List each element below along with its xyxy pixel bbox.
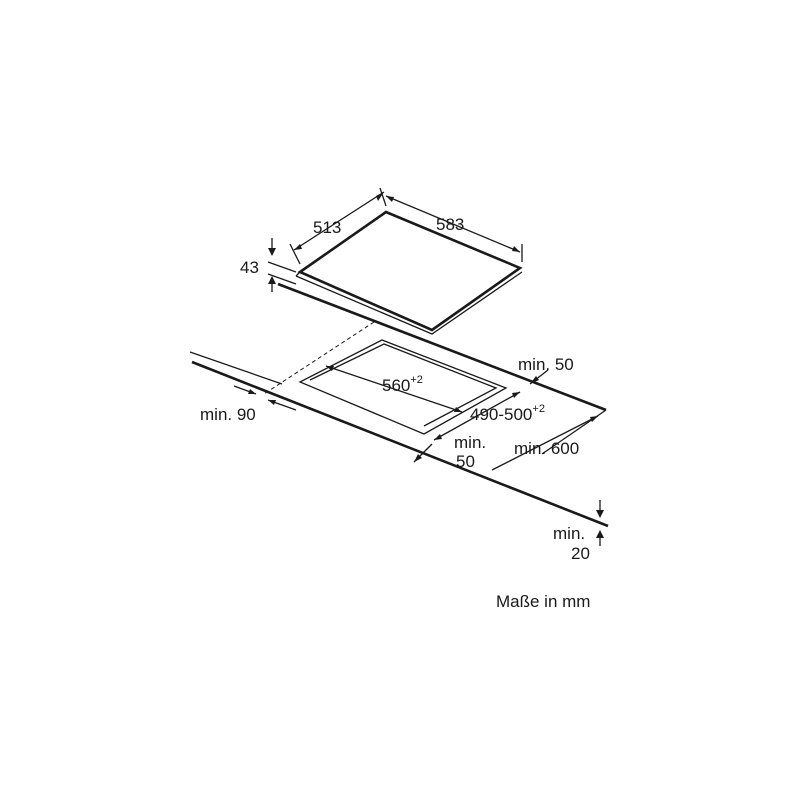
- worktop-thickness-label-line2: 20: [571, 544, 590, 563]
- hob-depth-dimension: [289, 187, 387, 265]
- cutout-width-label: 560+2: [382, 374, 423, 395]
- hob-depth-label: 513: [313, 218, 341, 237]
- hob-height-label: 43: [240, 258, 259, 277]
- hidden-edge-dashed: [263, 321, 375, 395]
- cutout-width-value: 560: [382, 376, 410, 395]
- front-clearance-label-line1: min.: [454, 433, 486, 452]
- front-clearance-label-line2: 50: [456, 452, 475, 471]
- cutout-depth-tolerance: +2: [532, 403, 545, 415]
- back-clearance-label: min. 50: [518, 355, 574, 374]
- worktop-thickness-dimension: [596, 500, 604, 546]
- cutout-depth-value: 490-500: [470, 405, 532, 424]
- hob-width-dimension: [385, 195, 523, 262]
- hob-height-dimension: [267, 238, 297, 292]
- cutout-depth-dimension: [433, 391, 521, 441]
- cutout-width-dimension: [325, 365, 463, 413]
- left-clearance-label: min. 90: [200, 405, 256, 424]
- units-caption: Maße in mm: [496, 592, 590, 611]
- cutout-outline: [298, 339, 508, 435]
- cutout-depth-label: 490-500+2: [470, 403, 545, 424]
- hob-outline: [295, 210, 523, 335]
- back-clearance-leader: [529, 369, 549, 385]
- front-clearance-dimension: [413, 443, 433, 463]
- cutout-width-tolerance: +2: [410, 374, 423, 386]
- worktop-depth-label: min. 600: [514, 439, 579, 458]
- hob-width-label: 583: [436, 215, 464, 234]
- left-clearance-dimension: [233, 385, 297, 411]
- worktop-depth-dimension: [491, 415, 599, 471]
- worktop-thickness-label-line1: min.: [553, 524, 585, 543]
- worktop-outline: [189, 282, 609, 528]
